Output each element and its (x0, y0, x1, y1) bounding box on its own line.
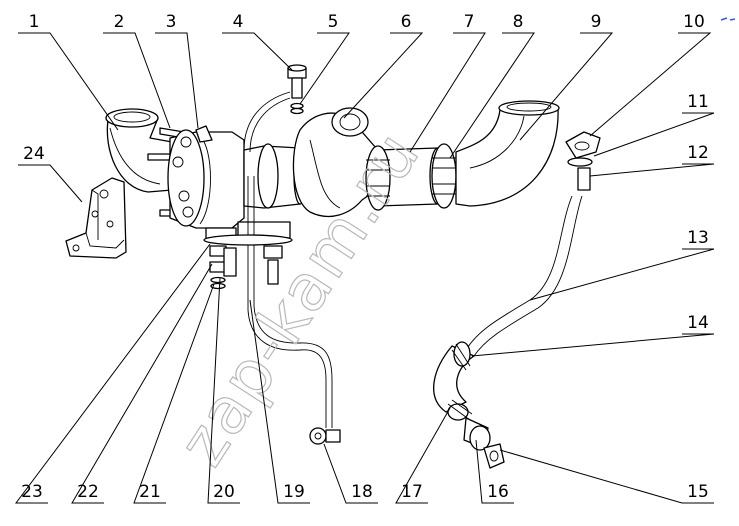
part-20-bolt (223, 245, 283, 285)
callout-4: 4 (233, 12, 244, 32)
center-housing (205, 143, 307, 241)
callout-16: 16 (487, 482, 509, 502)
callout-12: 12 (687, 143, 709, 163)
part-14-drain-hose (433, 341, 475, 413)
part-4-banjo-bolt (287, 64, 307, 99)
part-19-oil-feed-tube (243, 91, 333, 428)
callout-8: 8 (513, 12, 524, 32)
leader-lines (15, 32, 715, 504)
callout-11: 11 (687, 92, 709, 112)
callout-3: 3 (166, 12, 177, 32)
callout-19: 19 (283, 482, 305, 502)
part-13-oil-drain-tube (465, 195, 583, 357)
callout-24: 24 (23, 144, 45, 164)
part-15-gasket (483, 443, 505, 469)
callout-17: 17 (401, 482, 423, 502)
part-18-banjo-fitting (309, 427, 341, 445)
part-12-bolt (577, 167, 591, 191)
callout-9: 9 (591, 12, 602, 32)
part-8-hose-clamp (365, 143, 457, 211)
callout-7: 7 (464, 12, 475, 32)
callout-18: 18 (351, 482, 373, 502)
part-9-air-elbow (455, 100, 560, 207)
callout-22: 22 (77, 482, 99, 502)
callout-1: 1 (29, 12, 40, 32)
callout-14: 14 (687, 313, 709, 333)
callout-21: 21 (139, 482, 161, 502)
callout-20: 20 (213, 482, 235, 502)
part-23-gasket (203, 234, 293, 246)
part-21-washer (210, 276, 226, 290)
turbine-housing (167, 125, 245, 229)
part-24-bracket (65, 177, 127, 259)
callout-15: 15 (687, 482, 709, 502)
callout-numbers: 1 2 3 4 5 6 7 8 9 10 11 12 13 14 15 16 1… (21, 12, 709, 502)
callout-5: 5 (328, 12, 339, 32)
callout-10: 10 (683, 12, 705, 32)
part-10-drain-flange (565, 131, 601, 159)
callout-2: 2 (114, 12, 125, 32)
part-1-exhaust-elbow (105, 108, 173, 193)
part-5-washer (290, 102, 304, 115)
callout-13: 13 (687, 228, 709, 248)
part-6-compressor-housing (292, 107, 377, 217)
part-11-gasket (567, 157, 593, 167)
corner-mark (720, 17, 736, 21)
callout-6: 6 (401, 12, 412, 32)
callout-23: 23 (21, 482, 43, 502)
part-16-fitting (463, 417, 491, 451)
